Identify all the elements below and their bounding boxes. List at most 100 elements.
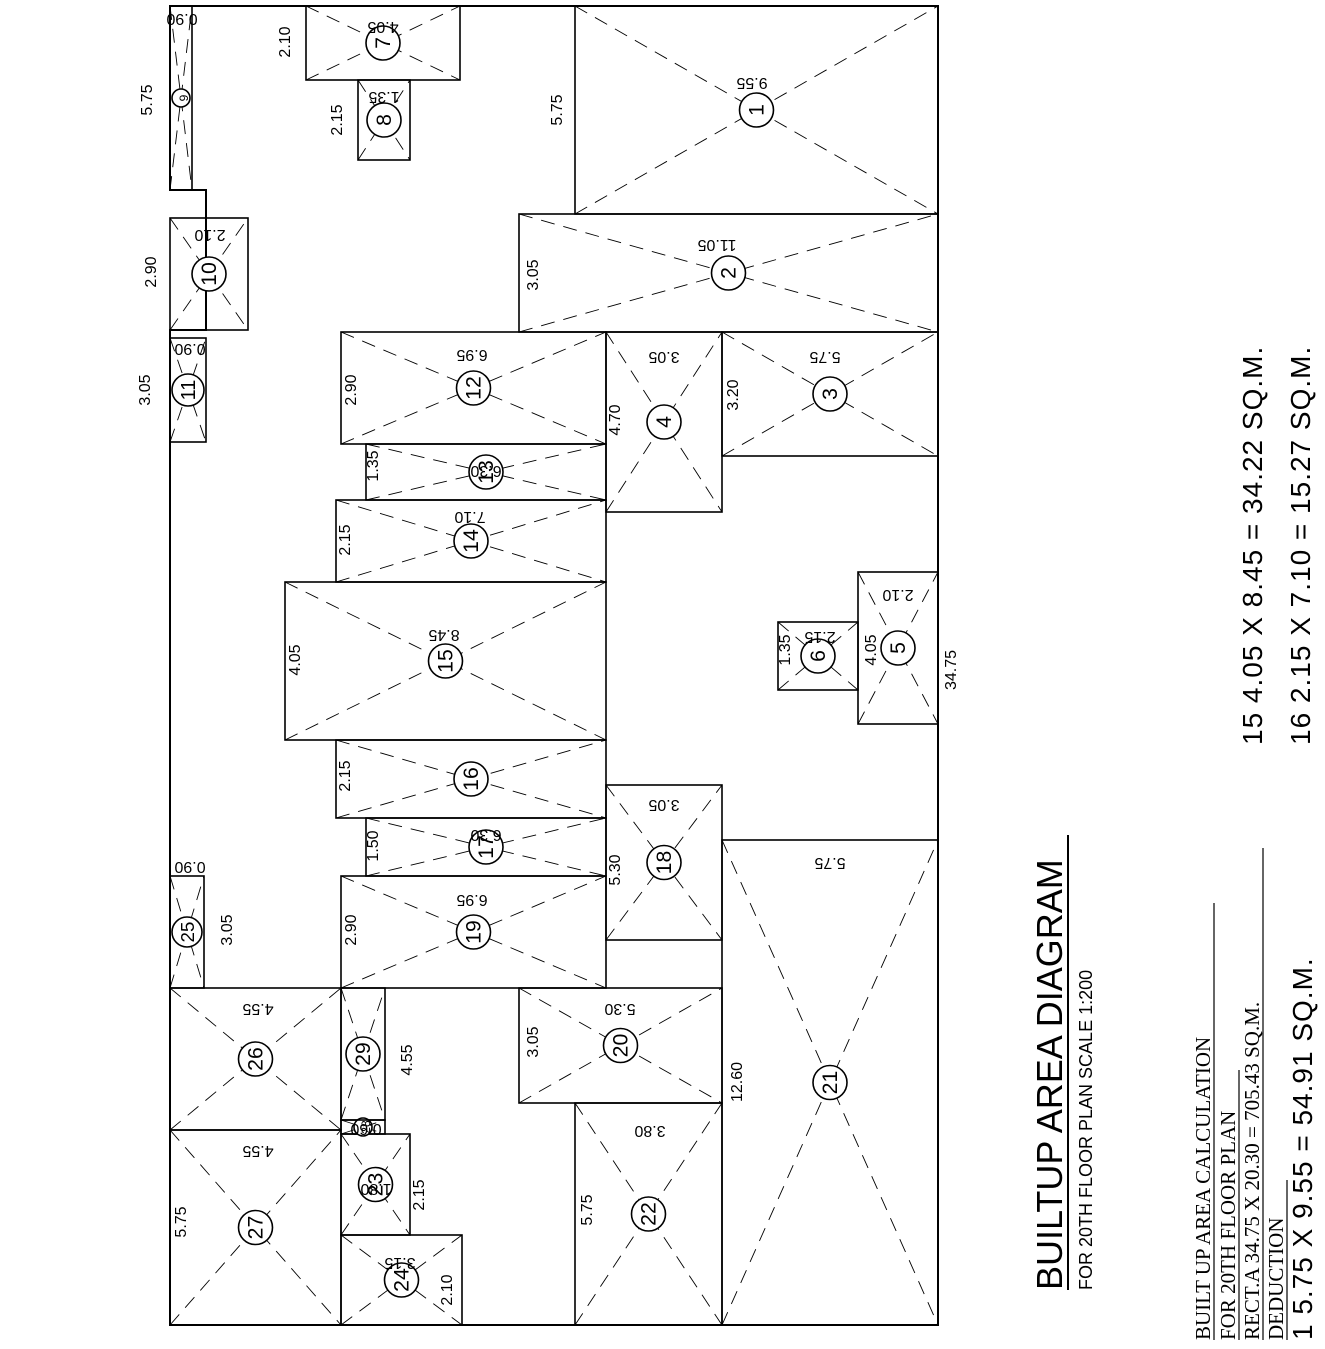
room-24: 243.152.10 <box>340 1234 463 1326</box>
room-2-marker <box>710 255 747 291</box>
room-23-diagonal <box>340 1133 411 1236</box>
room-22-dimension: 3.80 <box>634 1122 665 1139</box>
room-22-dimension: 5.75 <box>579 1194 596 1225</box>
room-14-dimension: 7.10 <box>454 508 485 525</box>
room-2: 211.053.05 <box>518 213 939 333</box>
room-2-number: 2 <box>717 267 741 279</box>
room-27-dimension: 4.55 <box>242 1142 273 1159</box>
room-27: 274.555.75 <box>169 1129 342 1326</box>
room-5-diagonal <box>857 571 939 725</box>
room-6-dimension: 2.15 <box>804 628 835 645</box>
room-10-dimension: 2.90 <box>143 256 160 287</box>
room-13-dimension: 1.35 <box>365 450 382 481</box>
room-5-number: 5 <box>886 642 910 654</box>
room-13: 136.301.35 <box>365 443 607 501</box>
room-7-dimension: 2.10 <box>277 26 294 57</box>
room-3-marker <box>812 376 848 412</box>
room-5: 5 2.10 4.05 <box>857 571 939 725</box>
room-10-marker <box>191 256 227 292</box>
room-16: 162.15 <box>335 739 607 819</box>
calc-line-16: 16 2.15 X 7.10 = 15.27 SQ.M. <box>1285 346 1316 745</box>
room-8-marker <box>366 102 402 138</box>
room-17-number: 17 <box>474 835 498 859</box>
room-12: 126.952.90 <box>340 331 607 445</box>
room-21-dimension: 12.60 <box>729 1062 746 1102</box>
room-23-dimension: 1.80 <box>360 1180 391 1197</box>
room-29-outline <box>340 987 386 1121</box>
room-29-marker <box>345 1036 381 1072</box>
room-22: 223.805.75 <box>574 1102 723 1326</box>
room-27-marker <box>237 1209 274 1246</box>
room-19-dimension: 6.95 <box>456 891 487 908</box>
room-15-diagonal <box>284 581 607 741</box>
room-18-marker <box>646 844 682 881</box>
room-27-outline <box>169 1129 342 1326</box>
room-17: 176.301.50 <box>365 817 607 877</box>
room-15-diagonal <box>284 581 607 741</box>
room-5-dimension: 4.05 <box>863 634 880 665</box>
room-9: 90.905.75 <box>139 5 198 191</box>
room-9-number: 9 <box>177 94 191 101</box>
calc-heading: BUILT UP AREA CALCULATION <box>1191 1037 1215 1340</box>
room-22-outline <box>574 1102 723 1326</box>
room-6-dimension: 1.35 <box>777 634 794 665</box>
room-4-number: 4 <box>652 416 676 428</box>
room-21-dimension: 5.75 <box>814 854 845 871</box>
room-11-marker <box>171 373 205 407</box>
room-19-outline <box>340 875 607 989</box>
room-27-dimension: 5.75 <box>173 1206 190 1237</box>
room-25-dimension: 3.05 <box>219 914 236 945</box>
room-9-outline <box>169 5 193 191</box>
room-26: 264.55 <box>169 987 342 1131</box>
room-27-diagonal <box>169 1129 342 1326</box>
room-12-dimension: 2.90 <box>343 374 360 405</box>
room-16-dimension: 2.15 <box>337 760 354 791</box>
room-7-number: 7 <box>371 37 395 49</box>
room-4-diagonal <box>605 331 723 513</box>
room-18-dimension: 5.30 <box>607 854 624 885</box>
room-13-marker <box>468 454 504 490</box>
room-15-marker <box>427 643 464 679</box>
room-19: 196.952.90 <box>340 875 607 989</box>
room-1-number: 1 <box>745 104 769 116</box>
room-11-number: 11 <box>178 380 200 401</box>
room-3: 35.753.20 <box>721 331 939 457</box>
room-23-marker <box>357 1166 394 1203</box>
room-27-diagonal <box>169 1129 342 1326</box>
calc-line-1: 1 5.75 X 9.55 = 54.91 SQ.M. <box>1287 957 1318 1340</box>
room-7-dimension: 4.05 <box>367 18 398 35</box>
room-20-dimension: 3.05 <box>525 1026 542 1057</box>
room-6-marker <box>800 638 836 674</box>
room-14-number: 14 <box>459 529 483 553</box>
room-4-diagonal <box>605 331 723 513</box>
room-21-number: 21 <box>818 1071 842 1095</box>
diagram-title: BUILTUP AREA DIAGRAM <box>1029 859 1070 1290</box>
room-5-dimension: 2.10 <box>882 586 913 603</box>
calc-line-15: 15 4.05 X 8.45 = 34.22 SQ.M. <box>1237 346 1268 745</box>
room-20-marker <box>602 1027 639 1064</box>
diagram-title-block: BUILTUP AREA DIAGRAM FOR 20TH FLOOR PLAN… <box>1029 835 1096 1290</box>
room-20-dimension: 5.30 <box>604 1000 635 1017</box>
room-1: 19.555.75 <box>549 5 939 215</box>
room-21-marker <box>812 1064 848 1101</box>
room-2-dimension: 11.05 <box>697 236 736 253</box>
room-11-dimension: 0.90 <box>174 340 205 357</box>
room-20-number: 20 <box>609 1034 633 1058</box>
room-25: 250.903.05 <box>169 858 236 989</box>
calc-deduction: DEDUCTION <box>1264 1218 1288 1340</box>
calculation-lines: 15 4.05 X 8.45 = 34.22 SQ.M. 16 2.15 X 7… <box>1237 346 1316 745</box>
room-13-number: 13 <box>474 460 498 484</box>
room-29-number: 29 <box>351 1042 375 1066</box>
room-28-number: 28 <box>359 1120 373 1134</box>
room-4-dimension: 4.70 <box>607 404 624 435</box>
calculation-block: BUILT UP AREA CALCULATION FOR 20TH FLOOR… <box>1191 848 1318 1340</box>
room-11-outline <box>169 337 207 443</box>
room-18-dimension: 3.05 <box>648 796 679 813</box>
room-8: 81.352.15 <box>329 79 411 161</box>
room-6-outline <box>777 621 859 691</box>
room-14-marker <box>453 523 489 559</box>
room-8-dimension: 2.15 <box>329 104 346 135</box>
room-19-number: 19 <box>462 920 486 944</box>
room-14-dimension: 2.15 <box>337 524 354 555</box>
room-28-dimension: 0.60 <box>350 1120 381 1137</box>
